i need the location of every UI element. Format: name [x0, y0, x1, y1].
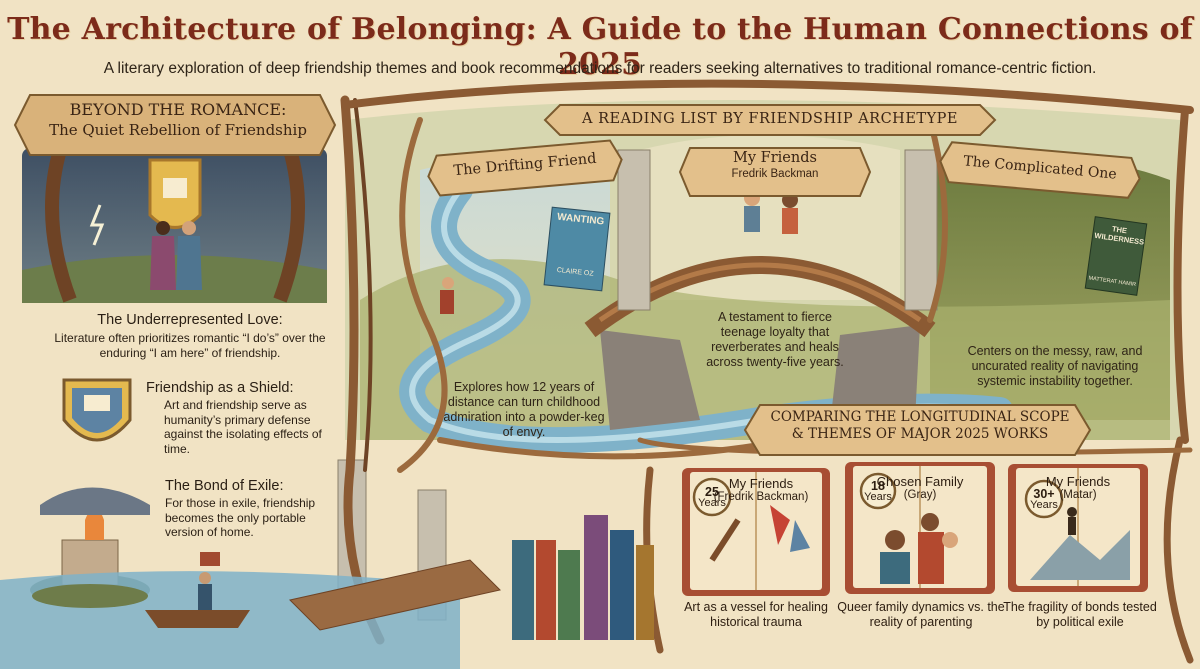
- book-subtitle: (Matar): [1059, 489, 1097, 501]
- section-body: For those in exile, friendship becomes t…: [165, 496, 316, 539]
- comparison-caption-2: Queer family dynamics vs. the reality of…: [837, 600, 1005, 629]
- years-number: 30+: [1033, 487, 1055, 501]
- section-bond-of-exile: The Bond of Exile: For those in exile, f…: [165, 478, 335, 540]
- book-title: My Friends: [1045, 474, 1111, 489]
- years-seal-2: 18 Years: [861, 479, 895, 503]
- book-subtitle: (Fredrik Backman): [713, 491, 809, 503]
- archetype-label-my-friends: My Friends Fredrik Backman: [690, 150, 860, 180]
- wanting-cover: [543, 206, 611, 292]
- comparison-banner: COMPARING THE LONGITUDINAL SCOPE & THEME…: [755, 409, 1085, 443]
- comparison-caption-3: The fragility of bonds tested by politic…: [1003, 600, 1157, 629]
- section-heading: Friendship as a Shield:: [146, 380, 294, 396]
- years-seal-1: 25 Years: [694, 485, 730, 509]
- book-title: My Friends: [728, 476, 794, 491]
- section-friendship-shield: Friendship as a Shield: Art and friendsh…: [146, 380, 336, 456]
- book-title: Chosen Family: [876, 474, 964, 489]
- left-banner: BEYOND THE ROMANCE: The Quiet Rebellion …: [28, 100, 328, 139]
- reading-list-banner: A READING LIST BY FRIENDSHIP ARCHETYPE: [581, 111, 958, 127]
- years-number: 25: [705, 485, 719, 499]
- page-title: The Architecture of Belonging: A Guide t…: [7, 12, 1193, 82]
- section-heading: The Underrepresented Love:: [97, 312, 283, 328]
- wanting-cover-text: WANTING CLAIRE OZ: [549, 211, 607, 278]
- section-body: Literature often prioritizes romantic “I…: [54, 331, 326, 360]
- left-banner-line1: BEYOND THE ROMANCE:: [69, 100, 287, 119]
- archetype-title: My Friends: [733, 150, 817, 166]
- section-heading: The Bond of Exile:: [165, 478, 284, 494]
- caption-drifting: Explores how 12 years of distance can tu…: [443, 380, 605, 439]
- comparison-banner-line1: COMPARING THE LONGITUDINAL SCOPE: [770, 409, 1070, 425]
- comparison-caption-1: Art as a vessel for healing historical t…: [684, 600, 828, 629]
- book-subtitle: (Gray): [903, 489, 937, 501]
- years-seal-3: 30+ Years: [1026, 487, 1062, 511]
- caption-my-friends: A testament to fierce teenage loyalty th…: [706, 310, 844, 369]
- archetype-author: Fredrik Backman: [731, 168, 819, 180]
- years-word: Years: [864, 491, 892, 503]
- book-spines: [512, 515, 654, 640]
- years-number: 18: [871, 479, 885, 493]
- wilderness-cover-text: THE WILDERNESS MATTERAT HAMIR: [1088, 222, 1145, 288]
- wilderness-cover: [1084, 216, 1148, 296]
- years-word: Years: [698, 497, 726, 509]
- comparison-book-3: My Friends (Matar): [1008, 474, 1148, 501]
- section-underrepresented-love: The Underrepresented Love: Literature of…: [40, 312, 340, 360]
- comparison-book-1: My Friends (Fredrik Backman): [682, 476, 830, 503]
- years-word: Years: [1030, 499, 1058, 511]
- left-banner-line2: The Quiet Rebellion of Friendship: [49, 121, 307, 139]
- section-body: Art and friendship serve as humanity’s p…: [164, 398, 322, 456]
- comparison-book-2: Chosen Family (Gray): [845, 474, 995, 501]
- comparison-banner-line2: & THEMES OF MAJOR 2025 WORKS: [791, 426, 1049, 442]
- caption-complicated: Centers on the messy, raw, and uncurated…: [967, 344, 1143, 388]
- page-subtitle: A literary exploration of deep friendshi…: [103, 60, 1097, 77]
